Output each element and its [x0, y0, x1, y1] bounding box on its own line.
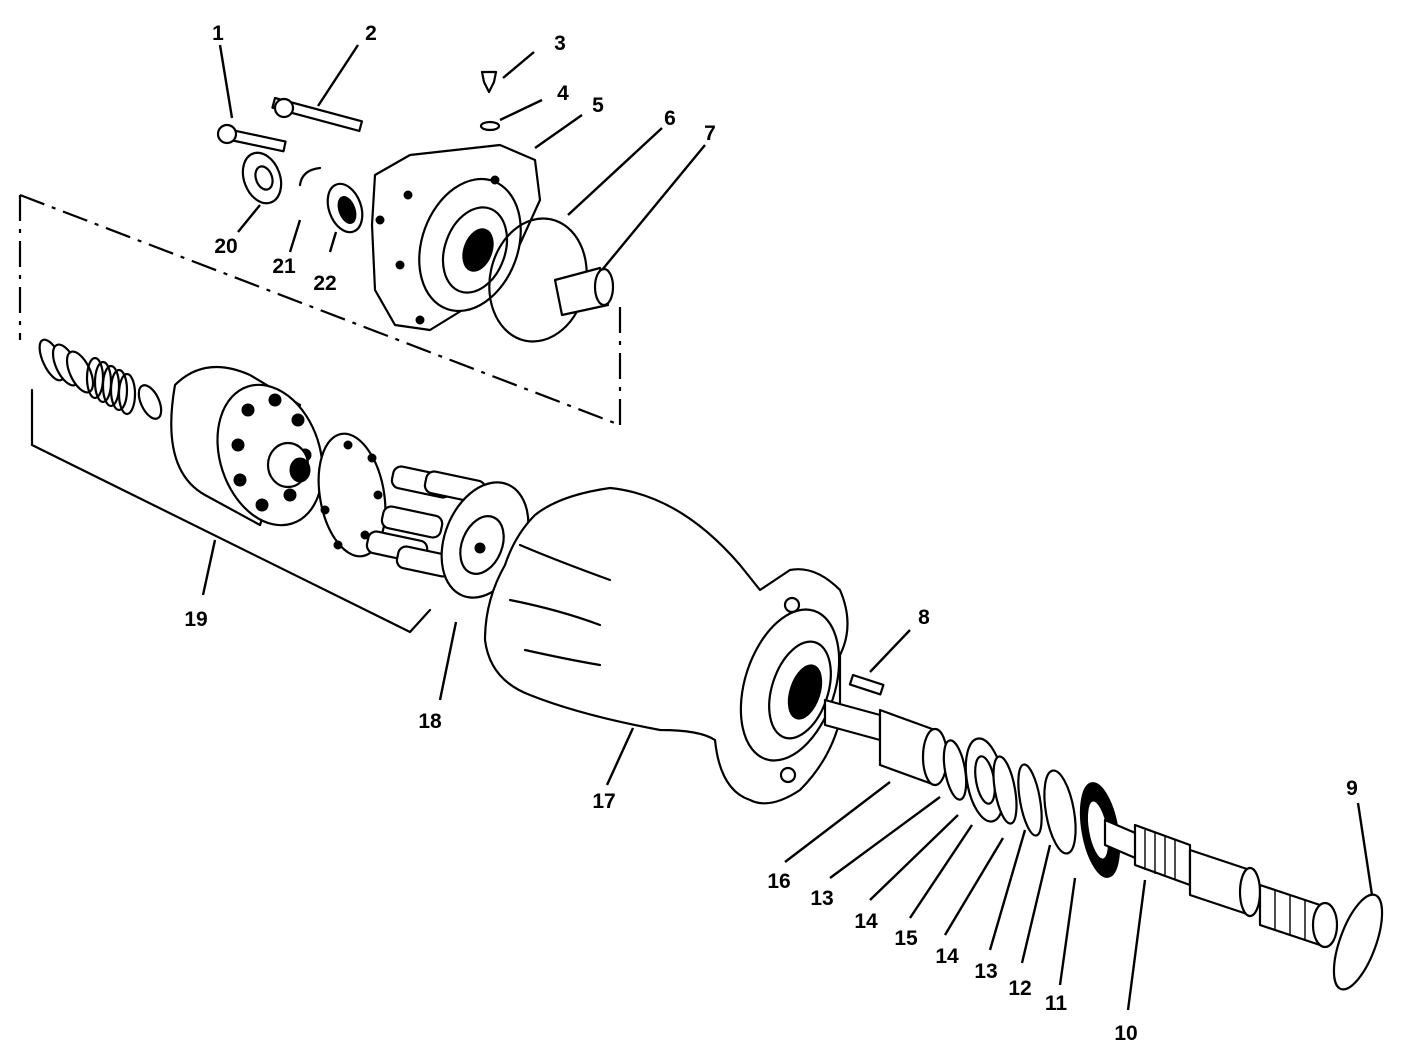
- cylinder-barrel: [170, 365, 324, 527]
- callout-8: 8: [918, 606, 930, 629]
- callout-19: 19: [184, 608, 207, 631]
- piston-assembly: [317, 432, 487, 578]
- callout-20: 20: [214, 235, 237, 258]
- callout-4: 4: [557, 82, 569, 105]
- callout-7: 7: [704, 122, 716, 145]
- callout-9: 9: [1346, 777, 1358, 800]
- retaining-ring: [1332, 893, 1384, 991]
- callout-22: 22: [313, 272, 336, 295]
- callout-15: 15: [894, 927, 918, 950]
- callout-1: 1: [212, 22, 224, 45]
- shaft-assembly: [823, 698, 1339, 949]
- callout-12: 12: [1008, 977, 1031, 1000]
- callout-2: 2: [365, 22, 377, 45]
- assembly-guide-lines: [18, 193, 622, 634]
- callout-6: 6: [664, 107, 676, 130]
- key: [848, 673, 885, 696]
- callout-13-lower: 13: [974, 960, 997, 983]
- callout-5: 5: [592, 94, 604, 117]
- leader-lines: [201, 44, 1374, 1011]
- callout-18: 18: [418, 710, 442, 733]
- callout-3: 3: [554, 32, 566, 55]
- spring-kit: [38, 338, 163, 420]
- callout-10: 10: [1114, 1022, 1137, 1045]
- callout-11: 11: [1045, 992, 1068, 1015]
- callout-labels: 1 2 3 4 5 6 7 8 9 10 11 12 13 13 14 14 1…: [184, 22, 1358, 1045]
- housing: [483, 486, 849, 805]
- callout-13-upper: 13: [810, 887, 833, 910]
- callout-14-lower: 14: [935, 945, 959, 968]
- callout-14-upper: 14: [854, 910, 878, 933]
- spline: [1144, 830, 1176, 880]
- callout-17: 17: [592, 790, 615, 813]
- end-cap: [370, 143, 615, 343]
- bolts-and-seals: [216, 70, 501, 234]
- spring: [85, 356, 137, 416]
- callout-21: 21: [272, 255, 296, 278]
- callout-16: 16: [767, 870, 790, 893]
